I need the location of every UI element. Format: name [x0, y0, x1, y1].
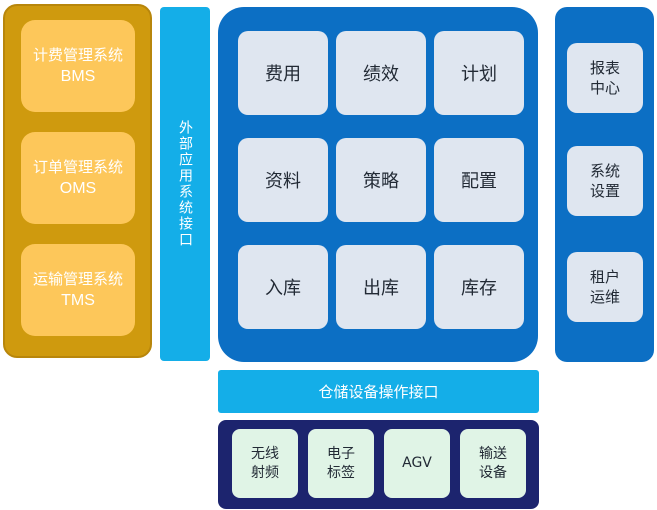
device-conveyor: 输送设备	[460, 429, 526, 498]
external-systems-panel: 计费管理系统 BMS 订单管理系统 OMS 运输管理系统 TMS	[3, 4, 152, 358]
system-card-oms: 订单管理系统 OMS	[21, 132, 135, 224]
side-module-label: 报表中心	[589, 59, 620, 97]
module-configuration: 配置	[434, 138, 524, 222]
devices-panel: 无线射频 电子标签 AGV 输送设备	[218, 420, 539, 509]
device-interface-label: 仓储设备操作接口	[318, 383, 439, 401]
device-electronic-label: 电子标签	[308, 429, 374, 498]
device-label: AGV	[402, 455, 432, 471]
module-plan: 计划	[434, 31, 524, 115]
device-label: 电子标签	[327, 445, 355, 481]
device-agv: AGV	[384, 429, 450, 498]
side-modules-panel: 报表中心 系统设置 租户运维	[555, 7, 654, 362]
module-master-data: 资料	[238, 138, 328, 222]
device-label: 输送设备	[479, 445, 507, 481]
module-fees: 费用	[238, 31, 328, 115]
system-code: TMS	[61, 292, 95, 309]
side-module-label: 租户运维	[589, 268, 620, 306]
external-interface-bar: 外部应用系统接口	[160, 7, 210, 361]
system-name: 订单管理系统	[32, 158, 123, 176]
module-inventory: 库存	[434, 245, 524, 329]
device-label: 无线射频	[251, 445, 279, 481]
side-module-label: 系统设置	[589, 162, 620, 200]
side-module-reports: 报表中心	[567, 43, 643, 113]
external-interface-label: 外部应用系统接口	[177, 120, 193, 248]
module-strategy: 策略	[336, 138, 426, 222]
side-module-settings: 系统设置	[567, 146, 643, 216]
system-name: 运输管理系统	[32, 270, 123, 288]
core-modules-panel: 费用 绩效 计划 资料 策略 配置 入库 出库 库存	[218, 7, 538, 362]
system-card-tms: 运输管理系统 TMS	[21, 244, 135, 336]
module-inbound: 入库	[238, 245, 328, 329]
system-code: BMS	[60, 68, 96, 85]
device-rfid: 无线射频	[232, 429, 298, 498]
device-interface-bar: 仓储设备操作接口	[218, 370, 539, 413]
module-outbound: 出库	[336, 245, 426, 329]
system-code: OMS	[59, 180, 97, 197]
system-name: 计费管理系统	[32, 46, 123, 64]
system-card-bms: 计费管理系统 BMS	[21, 20, 135, 112]
module-performance: 绩效	[336, 31, 426, 115]
side-module-tenant-ops: 租户运维	[567, 252, 643, 322]
